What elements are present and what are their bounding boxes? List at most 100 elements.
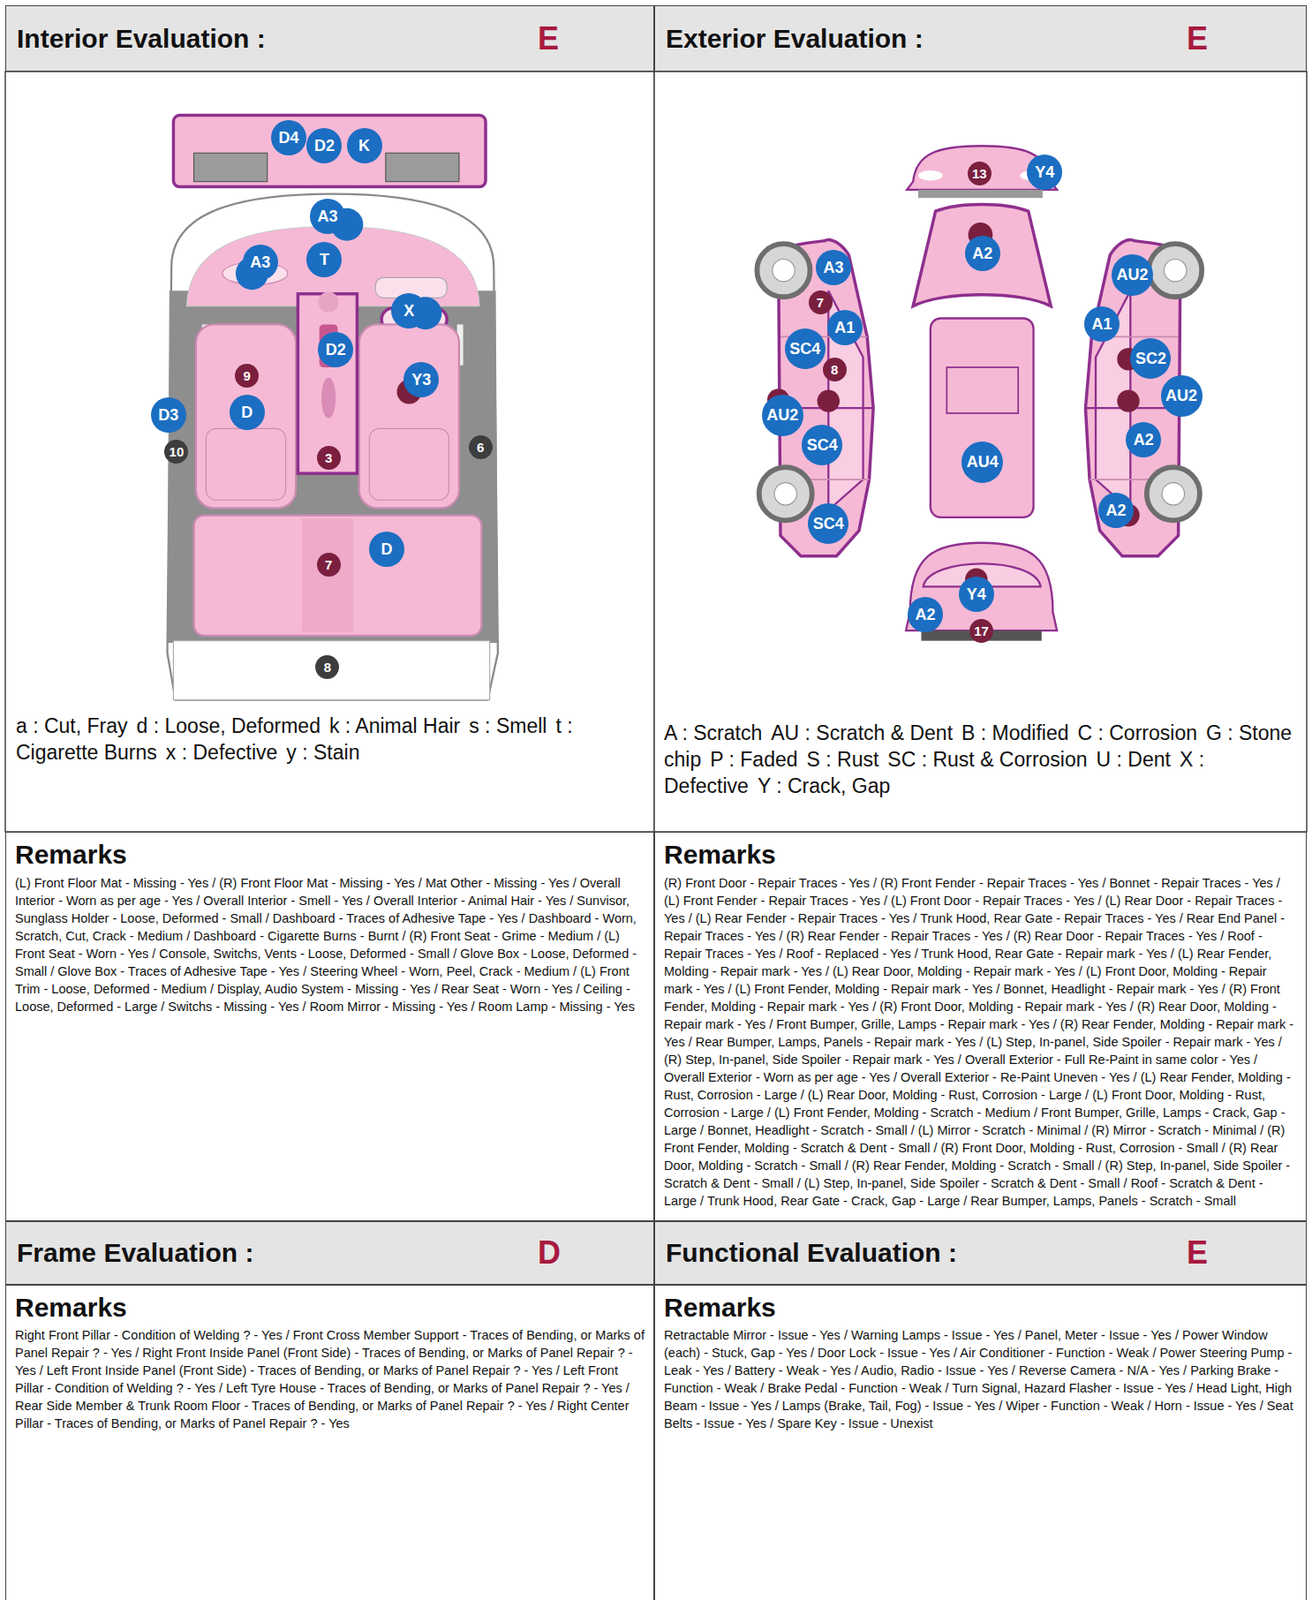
interior-car — [301, 518, 354, 633]
damage-code-badge: AU4 — [961, 441, 1003, 483]
damage-code-badge: A2 — [1125, 422, 1162, 458]
interior-car — [297, 294, 357, 474]
damage-code-badge: D3 — [150, 397, 187, 433]
legend-entry: S : Rust — [806, 747, 880, 771]
exterior-car — [946, 367, 1018, 414]
damage-code-badge: A3 — [815, 249, 852, 286]
exterior-car — [912, 203, 1051, 306]
callout-number: 10 — [164, 439, 189, 464]
callout-number: 6 — [468, 435, 493, 460]
remarks-box: Remarks(R) Front Door - Repair Traces - … — [654, 831, 1307, 1222]
exterior-car — [930, 318, 1034, 518]
damage-code-badge: Y3 — [403, 361, 439, 398]
damage-code-badge: A2 — [907, 596, 943, 633]
section-title: Functional Evaluation : — [665, 1221, 958, 1284]
remarks-heading: Remarks — [15, 1292, 645, 1324]
section-title: Interior Evaluation : — [16, 6, 266, 71]
damage-code-badge: Y4 — [1026, 154, 1063, 190]
remarks-text: (R) Front Door - Repair Traces - Yes / (… — [663, 874, 1297, 1210]
damage-code-badge: AU2 — [1161, 375, 1203, 417]
remarks-box: RemarksRetractable Mirror - Issue - Yes … — [654, 1284, 1307, 1600]
panel-frame — [654, 71, 1307, 832]
remarks-heading: Remarks — [15, 839, 645, 871]
legend-entry: U : Dent — [1096, 747, 1171, 771]
legend-entry: a : Cut, Fray — [15, 714, 129, 738]
exterior-car — [756, 239, 874, 556]
callout-number: 13 — [967, 161, 992, 186]
damage-code-badge: D2 — [306, 128, 342, 164]
damage-code-badge: A2 — [1098, 492, 1134, 528]
legend-entry: AU : Scratch & Dent — [770, 721, 953, 745]
exterior-car — [918, 189, 1043, 198]
damage-code-badge: SC4 — [807, 503, 849, 544]
interior-car — [194, 515, 483, 636]
interior-car — [194, 152, 268, 181]
panel-frame — [5, 71, 655, 832]
section-header: Functional Evaluation : E — [654, 1221, 1307, 1285]
section-title: Exterior Evaluation : — [665, 6, 924, 71]
exterior-car — [918, 170, 943, 181]
remarks-text: (L) Front Floor Mat - Missing - Yes / (R… — [15, 874, 645, 1016]
interior-car — [359, 324, 460, 508]
callout-number: 9 — [234, 363, 259, 388]
legend-entry: k : Animal Hair — [329, 714, 460, 738]
legend-entry: s : Smell — [468, 714, 547, 738]
legend-entry: SC : Rust & Corrosion — [887, 747, 1087, 771]
callout-number: 8 — [315, 655, 340, 679]
remarks-text: Retractable Mirror - Issue - Yes / Warni… — [663, 1326, 1297, 1433]
legend-entry: A : Scratch — [663, 721, 762, 745]
legend-entry: x : Defective — [165, 740, 279, 764]
damage-code-badge: SC2 — [1130, 338, 1171, 379]
damage-code-badge: AU2 — [761, 394, 804, 437]
damage-code-badge: A2 — [965, 235, 1001, 272]
grade-letter: E — [1186, 1221, 1208, 1284]
interior-car — [321, 377, 336, 419]
interior-car — [318, 291, 340, 312]
damage-code-badge: D — [369, 531, 405, 567]
legend-entry: Y : Crack, Gap — [757, 774, 890, 798]
damage-code-badge: SC4 — [801, 424, 843, 466]
legend-entry: d : Loose, Deformed — [136, 714, 321, 738]
damage-code-badge: A3 — [242, 244, 279, 280]
remarks-text: Right Front Pillar - Condition of Weldin… — [15, 1326, 645, 1433]
legend-entry: P : Faded — [709, 747, 798, 771]
interior-car — [167, 290, 498, 643]
legend: A : ScratchAU : Scratch & DentB : Modifi… — [663, 720, 1302, 800]
interior-car — [369, 428, 449, 500]
callout-number: 8 — [822, 357, 847, 382]
damage-code-badge: Y4 — [958, 576, 995, 612]
remarks-box: Remarks(L) Front Floor Mat - Missing - Y… — [5, 831, 655, 1222]
interior-car — [167, 115, 498, 701]
remarks-heading: Remarks — [663, 1292, 1297, 1324]
damage-code-badge: X — [391, 293, 427, 329]
legend-entry: y : Stain — [286, 740, 360, 764]
interior-car — [173, 115, 486, 188]
exterior-car — [756, 145, 1202, 641]
exterior-car — [1085, 239, 1202, 556]
callout-number: 7 — [316, 552, 341, 577]
damage-code-badge: D2 — [317, 331, 354, 368]
section-header: Frame Evaluation : D — [5, 1221, 655, 1285]
section-header: Exterior Evaluation : E — [654, 5, 1307, 72]
damage-code-badge: T — [306, 241, 342, 278]
grade-letter: E — [1186, 6, 1208, 71]
damage-code-badge: D4 — [271, 120, 307, 156]
legend: a : Cut, Fray d : Loose, Deformed k : Anim… — [15, 713, 648, 767]
interior-car — [173, 640, 490, 701]
interior-car — [196, 324, 296, 508]
section-header: Interior Evaluation :E — [5, 5, 655, 72]
damage-code-badge: A3 — [309, 198, 346, 234]
callout-number: 17 — [969, 618, 994, 643]
legend-entry: C : Corrosion — [1077, 721, 1197, 745]
damage-code-badge: AU2 — [1111, 254, 1154, 296]
section-title: Frame Evaluation : — [16, 1221, 254, 1284]
exterior-car — [1116, 389, 1139, 412]
interior-car — [205, 428, 286, 500]
interior-car — [167, 194, 498, 701]
interior-car — [385, 152, 460, 181]
grade-letter: D — [537, 1221, 561, 1284]
damage-code-badge: D — [229, 394, 265, 430]
remarks-box: RemarksRight Front Pillar - Condition of… — [5, 1284, 655, 1600]
damage-code-badge: A1 — [827, 309, 863, 346]
remarks-heading: Remarks — [663, 839, 1297, 871]
